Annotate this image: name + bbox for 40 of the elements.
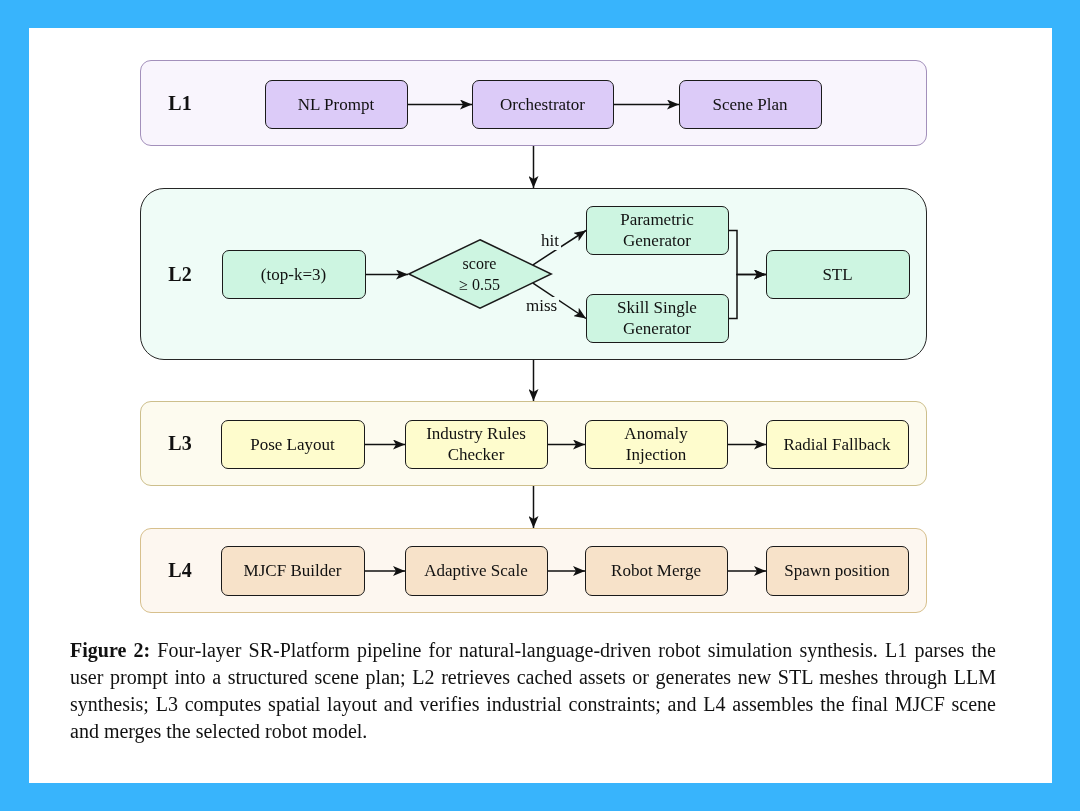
process-box: MJCF Builder [220,545,365,596]
process-box: Skill Single Generator [585,293,729,343]
process-box: Orchestrator [471,79,614,129]
arrow [364,566,406,576]
arrow [528,485,539,529]
layer-label: L1 [167,90,193,115]
layer-band [140,528,927,613]
arrow [528,359,539,402]
edge-label: hit [539,232,561,250]
arrow [613,99,680,110]
process-box: Anomaly Injection [584,419,728,469]
process-box: NL Prompt [264,79,408,129]
figure-caption: Figure 2: Four-layer SR-Platform pipeline for natural-language-driven robot simulation synthesis. L1 parses the user prompt into a structured scene plan; L2 retrieves cached assets or generates new STL meshes through LLM synthesis; L3 computes spatial layout and verifies industrial constraints; and L4 assembles the final MJCF scene and merges the selected robot model. [70,638,996,745]
arrow [365,269,409,280]
arrow [364,439,406,450]
process-box: STL [765,249,910,299]
arrow [727,439,767,450]
process-box: Adaptive Scale [404,545,548,596]
layer-label: L3 [167,431,193,455]
arrow [728,269,767,320]
process-box: Parametric Generator [585,205,729,255]
process-box: Industry Rules Checker [404,419,548,469]
layer-label: L4 [167,558,193,582]
process-box: Scene Plan [678,79,822,129]
arrow [547,439,586,450]
layer-label: L2 [167,261,193,286]
arrow [727,566,767,576]
arrow [532,282,587,320]
process-box: Pose Layout [220,419,365,469]
process-box: Radial Fallback [765,419,909,469]
arrow [528,145,539,189]
process-box: Robot Merge [584,545,728,596]
layer-band [140,188,927,360]
arrow [407,99,473,110]
arrow [532,229,587,266]
layer-band [140,60,927,146]
process-box: Spawn position [765,545,909,596]
layer-band [140,401,927,486]
process-box: (top-k=3) [221,249,366,299]
arrow [547,566,586,576]
